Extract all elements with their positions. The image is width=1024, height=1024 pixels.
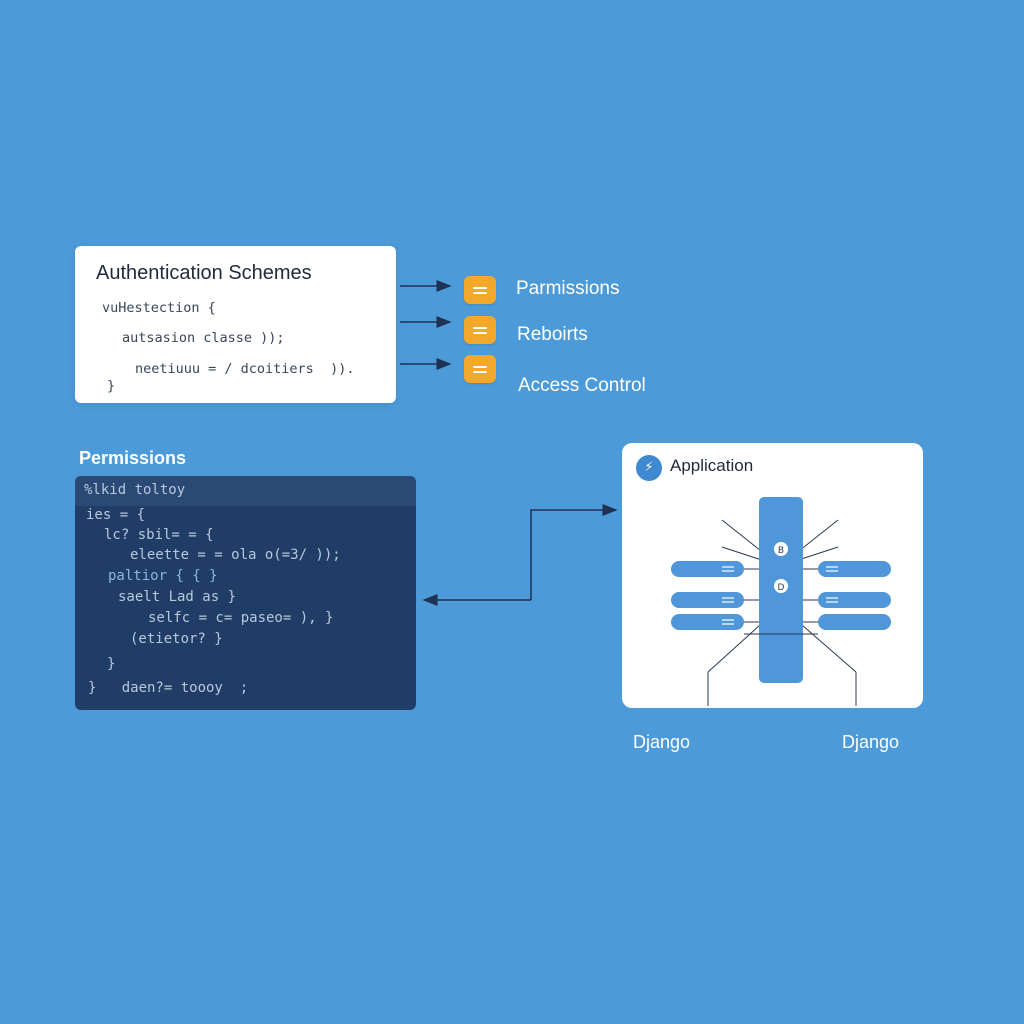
legend-label-access-control: Access Control (518, 375, 646, 396)
django-label-right: Django (842, 732, 900, 752)
lightning-icon: ⚡ (636, 455, 662, 481)
permissions-heading: Permissions (79, 448, 187, 468)
authentication-title: Authentication Schemes (96, 262, 312, 284)
permissions-code-line: } daen?= toooy ; (88, 680, 249, 696)
permissions-code-line: eleette = = ola o(=3/ )); (130, 547, 341, 563)
badge-label: D (778, 583, 785, 593)
permissions-code-line: selfc = c= paseo= ), } (148, 610, 334, 626)
application-diagram: B D (671, 497, 891, 706)
left-node-3 (671, 614, 744, 630)
permissions-code-line: saelt Lad as } (118, 589, 237, 605)
left-node-2 (671, 592, 744, 608)
right-node-3 (818, 614, 891, 630)
document-icon (464, 276, 496, 304)
code-panel-header (75, 476, 416, 506)
auth-code-line: } (107, 378, 116, 394)
connector-to-application (530, 504, 618, 600)
permissions-code-line: ies = { (86, 507, 146, 523)
document-icon (464, 355, 496, 383)
badge-node (774, 579, 788, 593)
authentication-card (75, 246, 396, 403)
application-title: Application (670, 456, 754, 475)
auth-code-line: vuHestection { (102, 300, 216, 316)
permissions-code-line: lc? sbil= = { (104, 527, 214, 543)
auth-code-line: autsasion classe )); (122, 330, 285, 346)
left-node-1 (671, 561, 744, 577)
document-icon (464, 316, 496, 344)
right-node-1 (818, 561, 891, 577)
permissions-code-line: paltior { { } (108, 568, 218, 584)
legend-label-reports: Reboirts (517, 324, 588, 345)
permissions-code-line: } (107, 656, 116, 672)
code-panel-header-text: %lkid toltoy (84, 482, 186, 498)
badge-label: B (778, 546, 784, 556)
right-node-2 (818, 592, 891, 608)
permissions-code-line: (etietor? } (130, 631, 223, 647)
permissions-code-panel (75, 476, 416, 710)
django-label-left: Django (633, 732, 691, 752)
badge-node (774, 542, 788, 556)
legend-label-permissions: Parmissions (516, 278, 620, 299)
auth-code-line: neetiuuu = / dcoitiers )). (135, 361, 355, 377)
